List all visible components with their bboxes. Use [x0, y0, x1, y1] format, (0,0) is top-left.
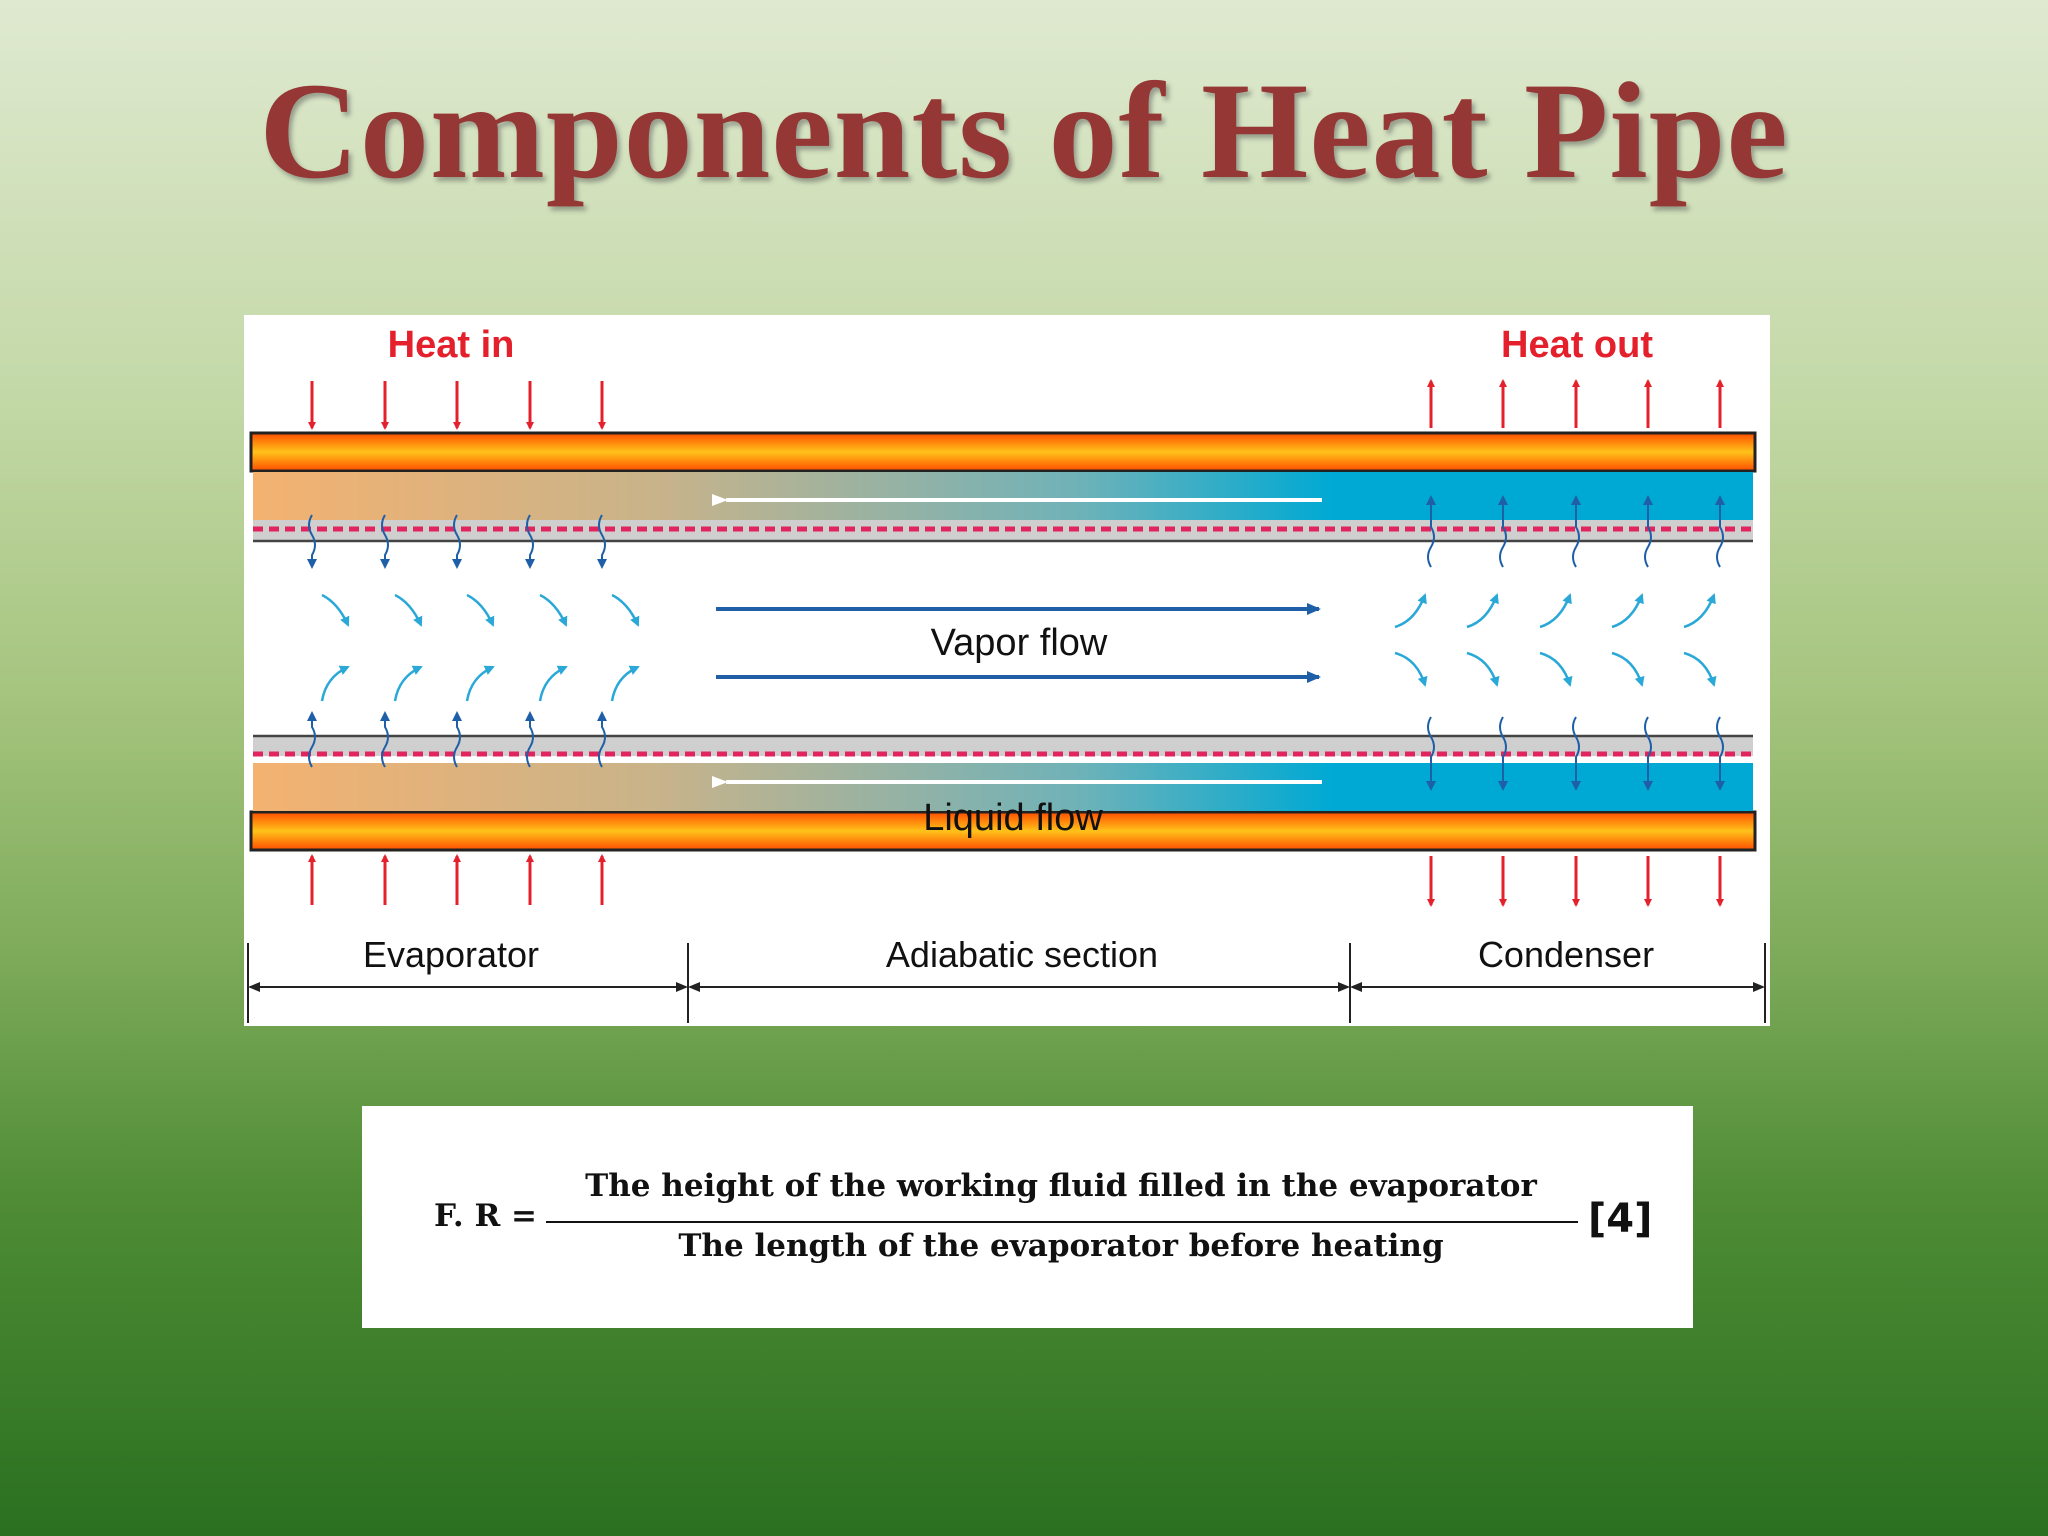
evaporation-arrow [380, 711, 390, 768]
formula-lhs: F. R = [434, 1198, 538, 1234]
condensation-arrow [1498, 716, 1508, 791]
vapor-rise-arrow [321, 593, 350, 627]
evaporator-label: Evaporator [363, 934, 539, 975]
vapor-condense-arrow [1466, 651, 1500, 687]
vapor-rise-arrow [538, 665, 568, 702]
condensation-arrow [1426, 495, 1436, 568]
vapor-rise-arrow [610, 665, 640, 702]
evaporation-arrow [307, 711, 317, 768]
condensation-arrow [1715, 716, 1725, 791]
evaporation-arrow [380, 514, 390, 569]
evaporation-arrow [307, 514, 317, 569]
vapor-condense-arrow [1611, 593, 1644, 629]
bottom-wall [249, 810, 1757, 852]
liquid-flow-label: Liquid flow [923, 797, 1103, 839]
vapor-condense-arrow [1394, 651, 1428, 687]
condensation-arrow [1571, 716, 1581, 791]
top-liquid-layer [253, 472, 1753, 520]
core-flow-arrows [320, 593, 1717, 702]
top-wall [249, 431, 1757, 473]
vapor-condense-arrow [1539, 651, 1573, 687]
vapor-core [253, 541, 1753, 736]
condensation-arrow [1571, 495, 1581, 568]
vapor-rise-arrow [320, 665, 350, 702]
evaporation-arrow [452, 711, 462, 768]
vapor-rise-arrow [539, 593, 568, 627]
vapor-condense-arrow [1394, 593, 1427, 629]
heat-arrows [308, 379, 1724, 907]
citation: [4] [1588, 1196, 1653, 1242]
vapor-rise-arrow [466, 593, 495, 627]
vapor-condense-arrow [1683, 593, 1716, 629]
bottom-wick [253, 736, 1753, 756]
vapor-condense-arrow [1683, 651, 1717, 687]
fraction-bar [546, 1221, 1578, 1223]
evaporation-arrow [525, 711, 535, 768]
vapor-condense-arrow [1539, 593, 1572, 629]
heat-pipe-svg: Vapor flow Liquid flow Heat in Heat out … [247, 324, 1766, 1023]
vapor-condense-arrow [1466, 593, 1499, 629]
vapor-condense-arrow [1611, 651, 1645, 687]
fill-ratio-formula: F. R = The height of the working fluid f… [362, 1106, 1693, 1328]
evaporation-arrow [597, 514, 607, 569]
adiabatic-section-label: Adiabatic section [886, 934, 1158, 975]
vapor-flow-label: Vapor flow [931, 622, 1108, 664]
evaporation-arrow [452, 514, 462, 569]
formula-denominator: The length of the evaporator before heat… [678, 1228, 1444, 1264]
condenser-label: Condenser [1478, 934, 1654, 975]
vapor-rise-arrow [393, 665, 423, 702]
evaporation-arrow [525, 514, 535, 569]
condensation-arrow [1498, 495, 1508, 568]
vapor-rise-arrow [611, 593, 640, 627]
condensation-arrow [1426, 716, 1436, 791]
formula-numerator: The height of the working fluid filled i… [585, 1168, 1537, 1204]
heat-in-label: Heat in [388, 324, 515, 366]
condensation-arrow [1643, 495, 1653, 568]
vapor-rise-arrow [465, 665, 495, 702]
condensation-arrow [1715, 495, 1725, 568]
condensation-arrow [1643, 716, 1653, 791]
slide-title: Components of Heat Pipe [259, 54, 1789, 207]
wick-flow-arrows [307, 495, 1725, 791]
heat-pipe-diagram: Vapor flow Liquid flow Heat in Heat out … [244, 315, 1770, 1026]
vapor-rise-arrow [394, 593, 423, 627]
top-wick [253, 520, 1753, 540]
evaporation-arrow [597, 711, 607, 768]
heat-out-label: Heat out [1501, 324, 1653, 366]
